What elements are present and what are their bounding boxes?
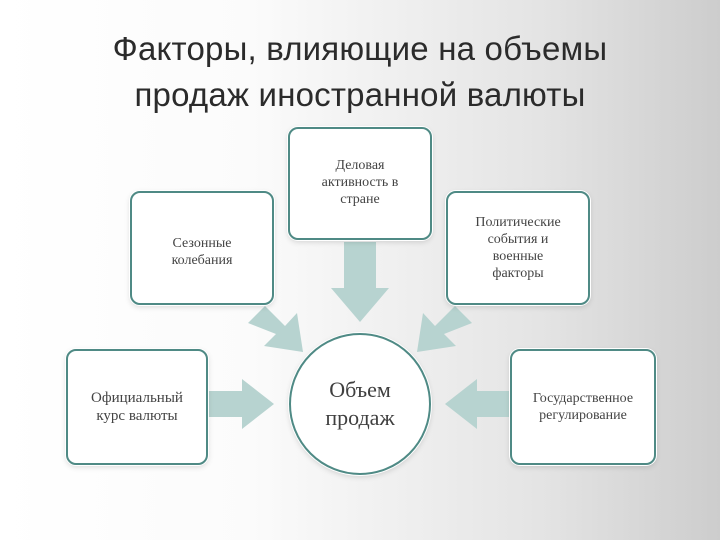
factor-label: Официальный курс валюты	[91, 390, 183, 424]
factor-label: Политические события и военные факторы	[475, 215, 561, 281]
arrow-from-polit	[417, 306, 472, 352]
factor-box-official-rate: Официальный курс валюты	[66, 349, 208, 465]
center-label: Объем продаж	[325, 377, 395, 430]
factor-box-business-activity: Деловая активность в стране	[288, 127, 432, 240]
arrow-from-gos	[445, 379, 510, 429]
slide-title-line-2: продаж иностранной валюты	[134, 76, 586, 113]
arrow-from-ofic	[209, 379, 274, 429]
arrow-from-sezon	[248, 306, 303, 352]
factor-label: Государственное регулирование	[532, 391, 634, 423]
factor-box-state-regulation: Государственное регулирование	[510, 349, 656, 465]
slide-title-line-1: Факторы, влияющие на объемы	[112, 30, 608, 67]
factor-label: Сезонные колебания	[171, 236, 233, 268]
factor-box-seasonal: Сезонные колебания	[130, 191, 274, 305]
factor-box-political: Политические события и военные факторы	[446, 191, 590, 305]
center-circle-sales-volume: Объем продаж	[289, 333, 431, 475]
slide-title: Факторы, влияющие на объемы продаж иност…	[40, 26, 680, 118]
arrow-from-delovaya	[331, 242, 389, 322]
factor-label: Деловая активность в стране	[321, 158, 399, 207]
